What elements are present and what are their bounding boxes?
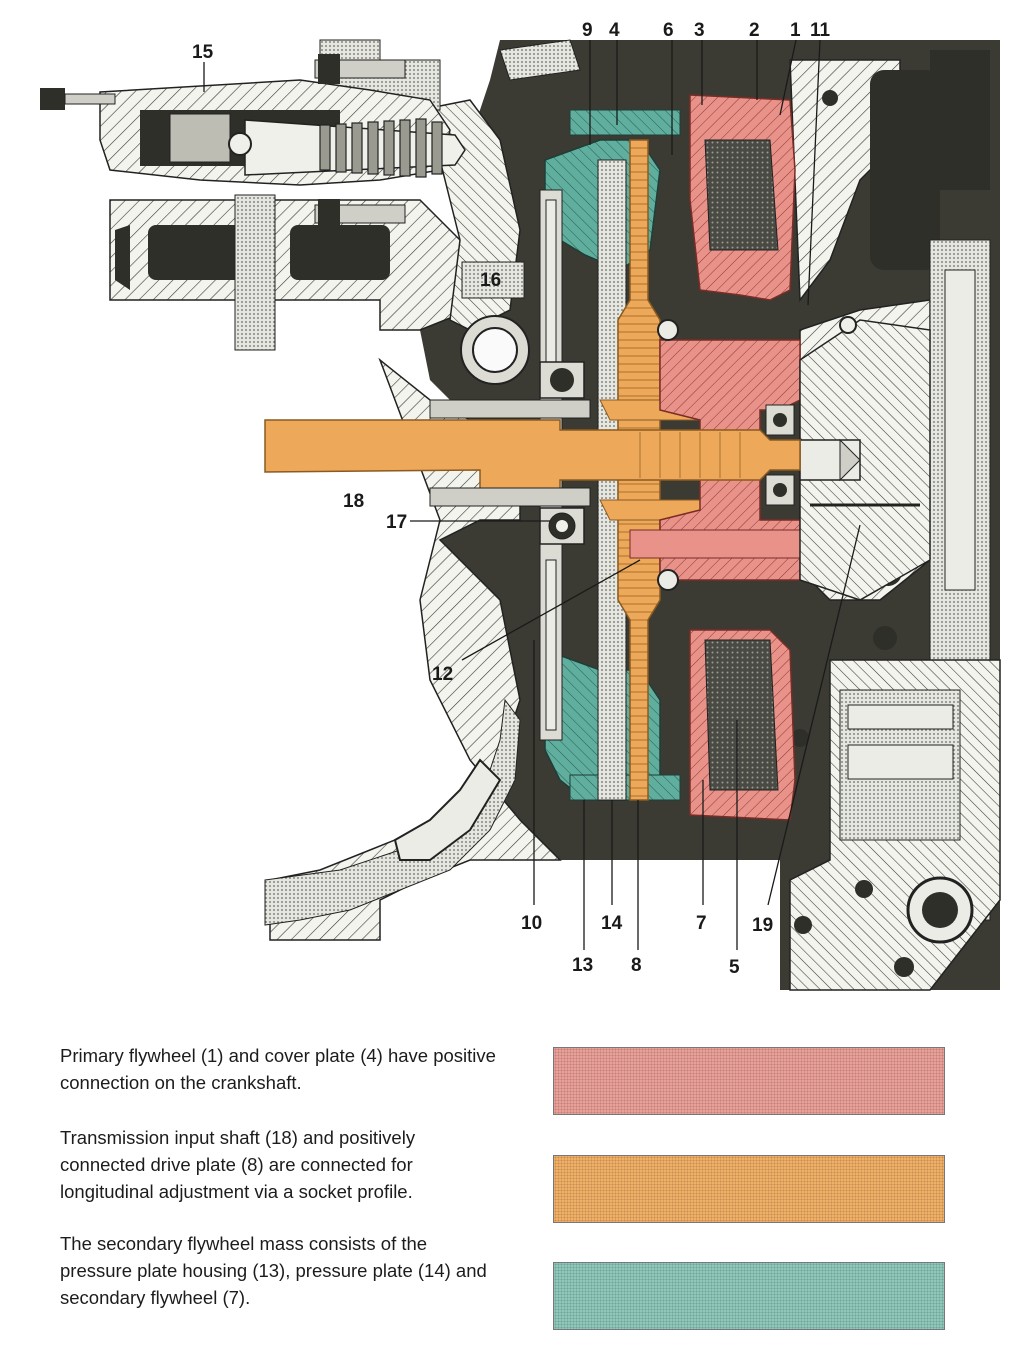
callout-2: 2 xyxy=(749,20,760,41)
callout-13: 13 xyxy=(572,955,593,976)
callout-11: 11 xyxy=(810,20,831,41)
callout-6: 6 xyxy=(663,20,674,41)
callout-5: 5 xyxy=(729,957,740,978)
legend-text-primary: Primary flywheel (1) and cover plate (4)… xyxy=(60,1045,496,1093)
callout-4: 4 xyxy=(609,20,620,41)
dual-mass-flywheel-cross-section: 15 9 4 6 3 2 1 11 16 18 17 12 10 14 7 19… xyxy=(40,20,1001,991)
legend-swatch-drive xyxy=(553,1155,945,1223)
transmission-input-shaft xyxy=(264,399,801,507)
callout-9: 9 xyxy=(582,20,593,41)
legend-swatch-primary xyxy=(553,1047,945,1115)
crankshaft-hub xyxy=(799,316,931,601)
callout-1: 1 xyxy=(790,20,801,41)
callout-19: 19 xyxy=(752,915,773,936)
callout-8: 8 xyxy=(631,955,642,976)
callout-17: 17 xyxy=(386,512,407,533)
leader-lines xyxy=(203,39,861,950)
callout-10: 10 xyxy=(521,913,542,934)
legend-text-secondary: The secondary flywheel mass consists of … xyxy=(60,1233,487,1308)
callout-3: 3 xyxy=(694,20,705,41)
legend-swatch-secondary xyxy=(553,1262,945,1330)
callout-16: 16 xyxy=(480,270,501,291)
callout-labels: 15 9 4 6 3 2 1 11 16 18 17 12 10 14 7 19… xyxy=(192,20,831,978)
callout-7: 7 xyxy=(696,913,707,934)
slave-cylinder xyxy=(40,54,466,229)
callout-15: 15 xyxy=(192,42,214,63)
legend-text-drive: Transmission input shaft (18) and positi… xyxy=(60,1127,416,1202)
bearings xyxy=(539,319,795,591)
callout-14: 14 xyxy=(601,913,623,934)
callout-12: 12 xyxy=(432,664,453,685)
callout-18: 18 xyxy=(343,491,364,512)
